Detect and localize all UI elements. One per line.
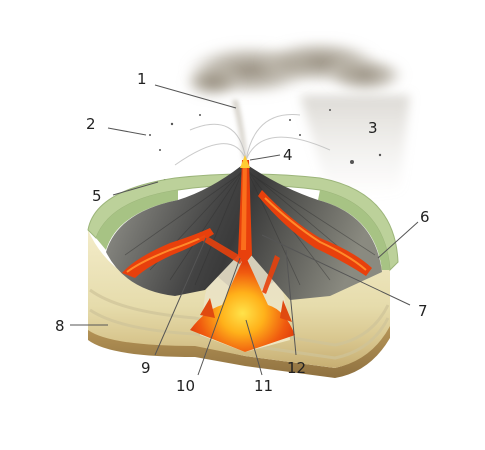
label-8: 8 (55, 317, 65, 335)
label-1: 1 (137, 70, 147, 88)
label-2: 2 (86, 115, 96, 133)
label-5: 5 (92, 187, 102, 205)
label-4: 4 (283, 146, 293, 164)
label-7: 7 (418, 302, 428, 320)
ejecta-trajectories (175, 115, 330, 165)
label-11: 11 (254, 377, 273, 395)
label-9: 9 (141, 359, 151, 377)
label-3: 3 (368, 119, 378, 137)
label-10: 10 (176, 377, 195, 395)
label-12: 12 (287, 359, 306, 377)
label-6: 6 (420, 208, 430, 226)
